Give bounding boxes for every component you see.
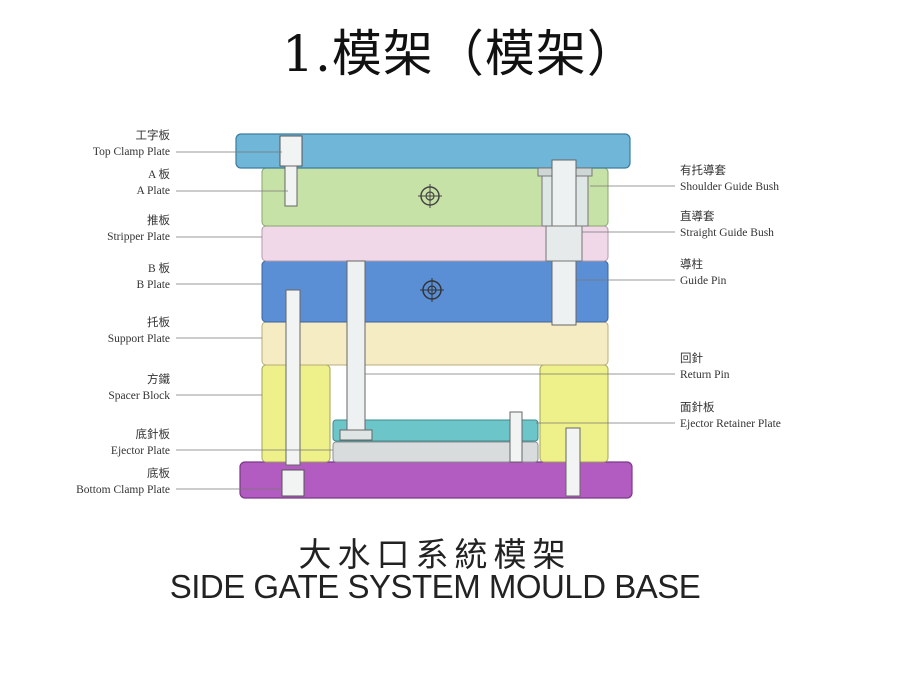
ejector-screw-1 [509, 411, 523, 463]
ejector-plate-shape [332, 441, 539, 463]
label-ejector-plate: 底針板 Ejector Plate [110, 429, 170, 457]
label-a-plate: A 板 A Plate [136, 169, 170, 197]
ejector-retainer-plate-shape [332, 419, 539, 442]
label-shoulder-guide-bush: 有托導套 Shoulder Guide Bush [680, 165, 780, 193]
top-screw-shank [284, 165, 298, 207]
return-pin-shape [346, 260, 366, 434]
label-b-plate: B 板 B Plate [136, 263, 170, 291]
label-ejector-retainer-plate: 面針板 Ejector Retainer Plate [680, 402, 781, 430]
page-title: 1.模架（模架） [282, 25, 638, 83]
label-return-pin: 回針 Return Pin [680, 353, 730, 381]
ejector-screw-2 [565, 427, 581, 497]
label-support-plate: 托板 Support Plate [107, 317, 170, 345]
top-clamp-plate-shape [235, 133, 631, 169]
label-spacer-block: 方鐵 Spacer Block [108, 374, 170, 402]
straight-bush-shape [545, 225, 583, 262]
label-guide-pin: 導柱 Guide Pin [680, 259, 727, 287]
label-bottom-clamp-plate: 底板 Bottom Clamp Plate [76, 468, 170, 496]
label-straight-guide-bush: 直導套 Straight Guide Bush [680, 211, 774, 239]
caption-chinese: 大水口系統模架 [298, 535, 572, 574]
support-plate-shape [261, 321, 609, 366]
caption-english: SIDE GATE SYSTEM MOULD BASE [169, 568, 701, 605]
left-long-screw [285, 289, 301, 466]
label-stripper-plate: 推板 Stripper Plate [107, 215, 170, 243]
top-screw-head [279, 135, 303, 167]
label-top-clamp-plate: 工字板 Top Clamp Plate [92, 130, 170, 158]
left-screw-head [281, 469, 305, 497]
return-pin-head [339, 429, 373, 441]
